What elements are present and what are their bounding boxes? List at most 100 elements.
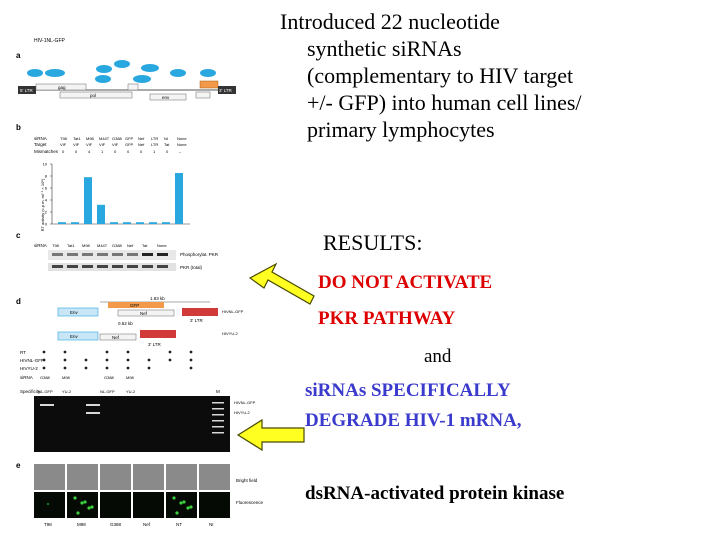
e-row-bright: Bright field <box>236 478 258 483</box>
b-target-5: GFP <box>125 142 134 147</box>
gene-gag-label: gag <box>58 85 66 90</box>
e-col-5: NI <box>209 522 214 527</box>
b-col-1: Tat1 <box>73 136 81 141</box>
b-mismatch-9: – <box>179 149 182 154</box>
box-ltr-bottom-label: 3' LTR <box>148 342 162 347</box>
box-gfp-label: GFP <box>130 303 139 308</box>
gene-gfp <box>199 80 219 89</box>
bar-G388 <box>110 222 118 224</box>
e-row-fluor: Fluorescence <box>236 500 264 505</box>
b-col-8: NI <box>164 136 168 141</box>
box-nef-top <box>117 309 175 317</box>
d-dot-1-4 <box>126 358 130 362</box>
c-band-phospho-5 <box>127 253 138 256</box>
c-band-phospho-7 <box>157 253 168 256</box>
box-nef-bottom <box>99 333 137 341</box>
arrow-to-gel-icon <box>236 418 305 452</box>
b-mismatch-6: 0 <box>140 149 143 154</box>
c-band-phospho-0 <box>52 253 63 256</box>
e-fluor-3 <box>133 492 164 518</box>
b-target-4: VIF <box>112 142 119 147</box>
panel-b-row-sirna: siRNA <box>34 136 47 141</box>
gel-image <box>34 396 230 452</box>
svg-text:siRNA: siRNA <box>20 375 33 380</box>
d-sirna-1: G388 <box>40 375 51 380</box>
ltr-right-box <box>218 86 236 94</box>
box-env-bottom-label: Env <box>70 334 79 339</box>
b-target-0: VIF <box>60 142 67 147</box>
research-figure: a HIV-1NL-GFP 5' LTR gag pol env 3' LTR … <box>16 38 264 527</box>
panel-b-bars <box>58 173 183 224</box>
bar-Tat1 <box>71 222 79 224</box>
bar-None <box>175 173 183 224</box>
c-band-total-0 <box>52 265 63 268</box>
b-tick-5: 0 <box>45 222 48 227</box>
d-spec-3: NL-GFP <box>100 389 115 394</box>
box-env-bottom <box>57 331 99 341</box>
d-dot-1-3 <box>105 358 109 362</box>
c-band-phospho-1 <box>67 253 78 256</box>
microscopy-grid <box>34 464 230 518</box>
c-lane-5: Nef <box>127 243 134 248</box>
panel-c-sirna: siRNA <box>34 243 47 248</box>
c-band-phospho-6 <box>142 253 153 256</box>
panel-a-label: a <box>16 51 21 60</box>
sirna-target-tags <box>27 60 216 83</box>
b-col-4: G388 <box>112 136 123 141</box>
d-dot-1-2 <box>84 358 88 362</box>
intro-line-5: primary lymphocytes <box>307 117 495 142</box>
b-col-2: M98 <box>86 136 95 141</box>
panel-a-title: HIV-1NL-GFP <box>34 38 66 44</box>
b-tick-3: 4 <box>45 198 48 203</box>
d-dot-2-0 <box>42 366 46 370</box>
c-lane-2: M98 <box>82 243 91 248</box>
d-dot-1-5 <box>147 358 151 362</box>
d-dot-1-0 <box>42 358 46 362</box>
panel-b-row-mismatch: Mismatches <box>34 149 59 154</box>
b-target-8: Tat <box>164 142 170 147</box>
result-line-4: DEGRADE HIV-1 mRNA, <box>305 410 522 431</box>
e-fluor-1 <box>67 492 98 518</box>
b-target-2: VIF <box>86 142 93 147</box>
panel-e-label: e <box>16 461 21 470</box>
and-connector: and <box>424 346 452 367</box>
bar-M44T <box>97 204 105 224</box>
panel-c-label: c <box>16 231 21 240</box>
e-col-4: NT <box>176 522 182 527</box>
gene-vif <box>127 83 139 91</box>
b-target-6: Nef <box>138 142 145 147</box>
box-ltr-bottom <box>140 330 176 338</box>
bar-LTR <box>149 222 157 224</box>
box-env-top <box>57 307 99 317</box>
c-lane-3: M44T <box>97 243 108 248</box>
b-target-1: VIF <box>73 142 80 147</box>
d-marker-lane: M <box>216 389 220 394</box>
b-target-3: VIF <box>99 142 106 147</box>
d-dot-0-3 <box>105 350 109 354</box>
d-dot-2-7 <box>189 366 193 370</box>
box-nef-bottom-label: Nef <box>112 335 120 340</box>
d-dot-2-1 <box>63 366 67 370</box>
gene-env <box>149 93 187 101</box>
b-col-7: LTR <box>151 136 158 141</box>
b-mismatch-0: 0 <box>62 149 65 154</box>
b-mismatch-4: 0 <box>114 149 117 154</box>
e-bright-3 <box>133 464 164 490</box>
d-dot-0-7 <box>189 350 193 354</box>
c-band-total-3 <box>97 265 108 268</box>
box-nef-top-label: Nef <box>140 311 148 316</box>
e-fluor-2 <box>100 492 131 518</box>
svg-text:Specificity: Specificity <box>20 389 41 394</box>
blot-label-phospho: Phosphorylat. PKR <box>180 252 219 257</box>
d-dot-1-1 <box>63 358 67 362</box>
bar-GFP <box>123 222 131 224</box>
d-dot-2-4 <box>126 366 130 370</box>
b-tick-0: 10 <box>43 162 48 167</box>
panel-b-row-target: Target <box>34 142 47 147</box>
e-bright-0 <box>34 464 65 490</box>
d-dot-0-4 <box>126 350 130 354</box>
e-bright-2 <box>100 464 131 490</box>
box-ltr-top-label: 3' LTR <box>190 318 204 323</box>
